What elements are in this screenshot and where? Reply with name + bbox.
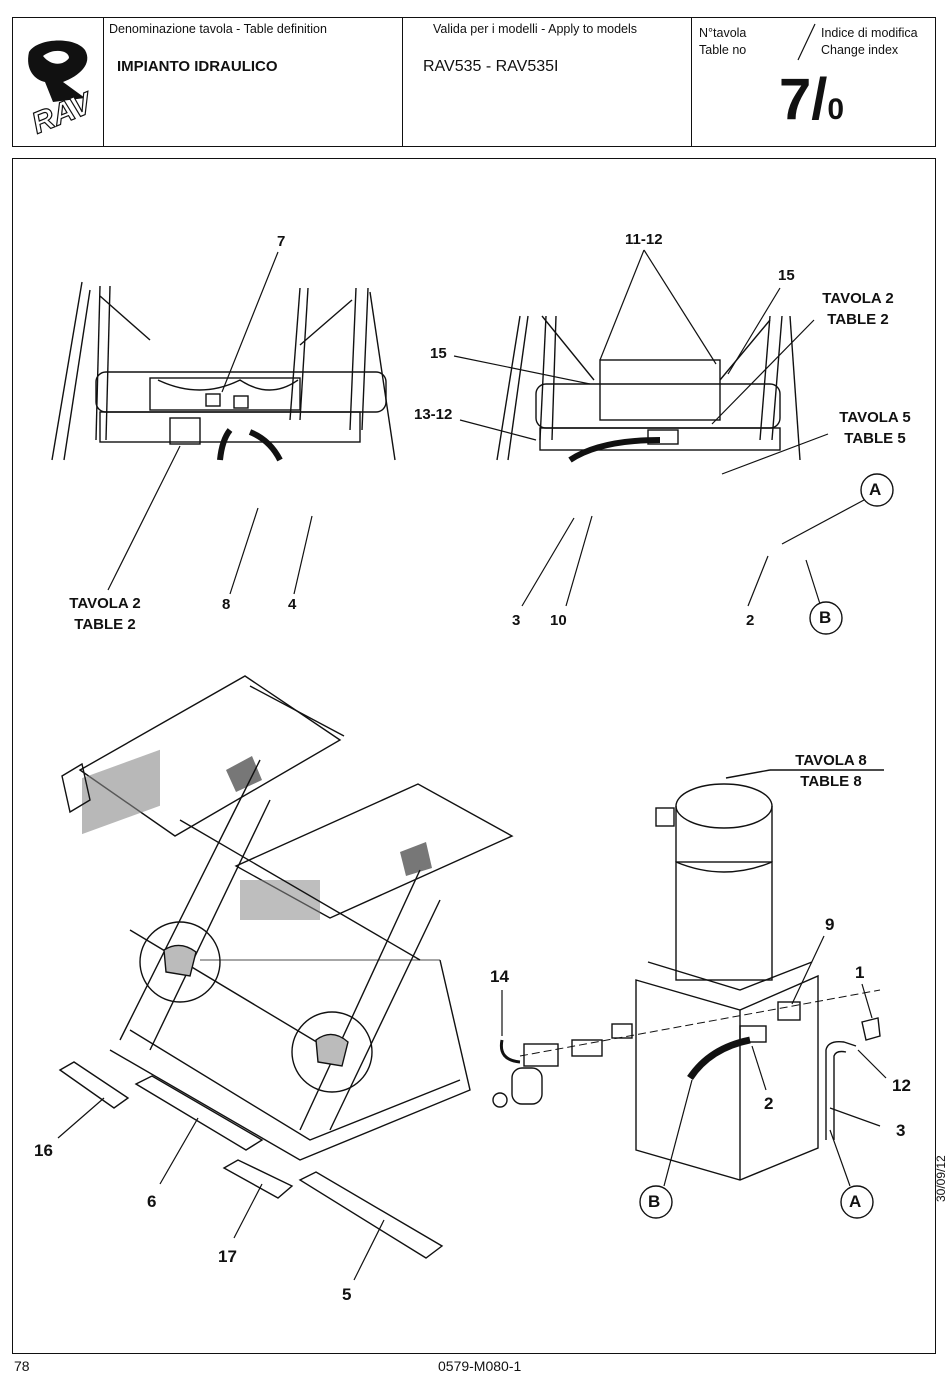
callout-16: 16 bbox=[34, 1141, 53, 1160]
callout-9: 9 bbox=[825, 915, 835, 934]
callout-15-left: 15 bbox=[430, 345, 447, 362]
callout-6: 6 bbox=[147, 1192, 157, 1211]
ref-circle-b-top bbox=[809, 601, 843, 635]
change-index-label-it: Indice di modifica bbox=[821, 26, 918, 40]
callout-tavola8: TAVOLA 8 TABLE 8 bbox=[776, 750, 886, 792]
callout-3-top: 3 bbox=[512, 612, 521, 629]
table-number: 7/0 bbox=[779, 68, 844, 142]
callout-3: 3 bbox=[896, 1121, 906, 1140]
change-index-value: 0 bbox=[827, 93, 845, 126]
callout-11-12: 11-12 bbox=[625, 231, 663, 248]
callout-5: 5 bbox=[342, 1285, 352, 1304]
callout-17: 17 bbox=[218, 1247, 237, 1266]
page-number: 78 bbox=[14, 1358, 30, 1374]
table-no-label-it: N°tavola bbox=[699, 26, 747, 40]
callout-tavola2-right: TAVOLA 2 TABLE 2 bbox=[806, 288, 910, 330]
document-code: 0579-M080-1 bbox=[438, 1358, 522, 1374]
ref-circle-b-bottom bbox=[639, 1185, 673, 1219]
ref-label-b-bottom: B bbox=[648, 1192, 661, 1211]
table-title: IMPIANTO IDRAULICO bbox=[117, 58, 278, 75]
callout-14: 14 bbox=[490, 967, 509, 986]
change-index-label-en: Change index bbox=[821, 43, 899, 57]
callout-13-12: 13-12 bbox=[414, 406, 453, 423]
callout-15-top: 15 bbox=[778, 267, 795, 284]
ref-label-a-top: A bbox=[869, 480, 882, 499]
rav-logo: RAV bbox=[27, 40, 99, 136]
table-definition-label: Denominazione tavola - Table definition bbox=[109, 22, 327, 36]
callout-8: 8 bbox=[222, 596, 231, 613]
table-no-label-en: Table no bbox=[699, 43, 747, 57]
detail-top-right-drawing bbox=[496, 315, 801, 463]
detail-top-left-drawing bbox=[51, 281, 396, 462]
callout-tavola8-en: TABLE 8 bbox=[800, 773, 862, 790]
callout-tavola8-it: TAVOLA 8 bbox=[795, 752, 867, 769]
callout-tavola5-en: TABLE 5 bbox=[844, 430, 906, 447]
models-value: RAV535 - RAV535I bbox=[423, 58, 559, 75]
callout-tavola2-left-it: TAVOLA 2 bbox=[69, 595, 141, 612]
leader-lines-bottom bbox=[57, 935, 887, 1281]
callout-tavola2-left-en: TABLE 2 bbox=[74, 616, 136, 633]
callout-2: 2 bbox=[764, 1094, 774, 1113]
ref-label-a-bottom: A bbox=[849, 1192, 862, 1211]
drawing-frame bbox=[12, 158, 936, 1354]
callout-4: 4 bbox=[288, 596, 297, 613]
callout-tavola5-it: TAVOLA 5 bbox=[839, 409, 911, 426]
callout-tavola2-right-it: TAVOLA 2 bbox=[822, 290, 894, 307]
title-block: RAV Denominazione tavola - Table definit… bbox=[12, 17, 936, 147]
power-unit-drawing bbox=[492, 769, 884, 1181]
divider bbox=[402, 18, 403, 146]
callout-10: 10 bbox=[550, 612, 567, 629]
callout-7: 7 bbox=[277, 233, 286, 250]
revision-date: 30/09/12 bbox=[934, 1155, 948, 1202]
ref-label-b-top: B bbox=[819, 608, 832, 627]
callout-tavola2-left: TAVOLA 2 TABLE 2 bbox=[50, 593, 160, 635]
scissor-lift-drawing bbox=[58, 675, 514, 1259]
callout-1: 1 bbox=[855, 963, 865, 982]
leader-lines-top bbox=[107, 249, 865, 607]
slash-divider bbox=[797, 23, 816, 61]
callout-12: 12 bbox=[892, 1076, 911, 1095]
callout-tavola5: TAVOLA 5 TABLE 5 bbox=[822, 407, 928, 449]
ref-circle-a-bottom bbox=[840, 1185, 874, 1219]
table-number-value: 7/ bbox=[779, 67, 828, 132]
models-label: Valida per i modelli - Apply to models bbox=[433, 22, 638, 36]
callout-2-top: 2 bbox=[746, 612, 755, 629]
divider bbox=[691, 18, 692, 146]
divider bbox=[103, 18, 104, 146]
callout-tavola2-right-en: TABLE 2 bbox=[827, 311, 889, 328]
ref-circle-a-top bbox=[860, 473, 894, 507]
